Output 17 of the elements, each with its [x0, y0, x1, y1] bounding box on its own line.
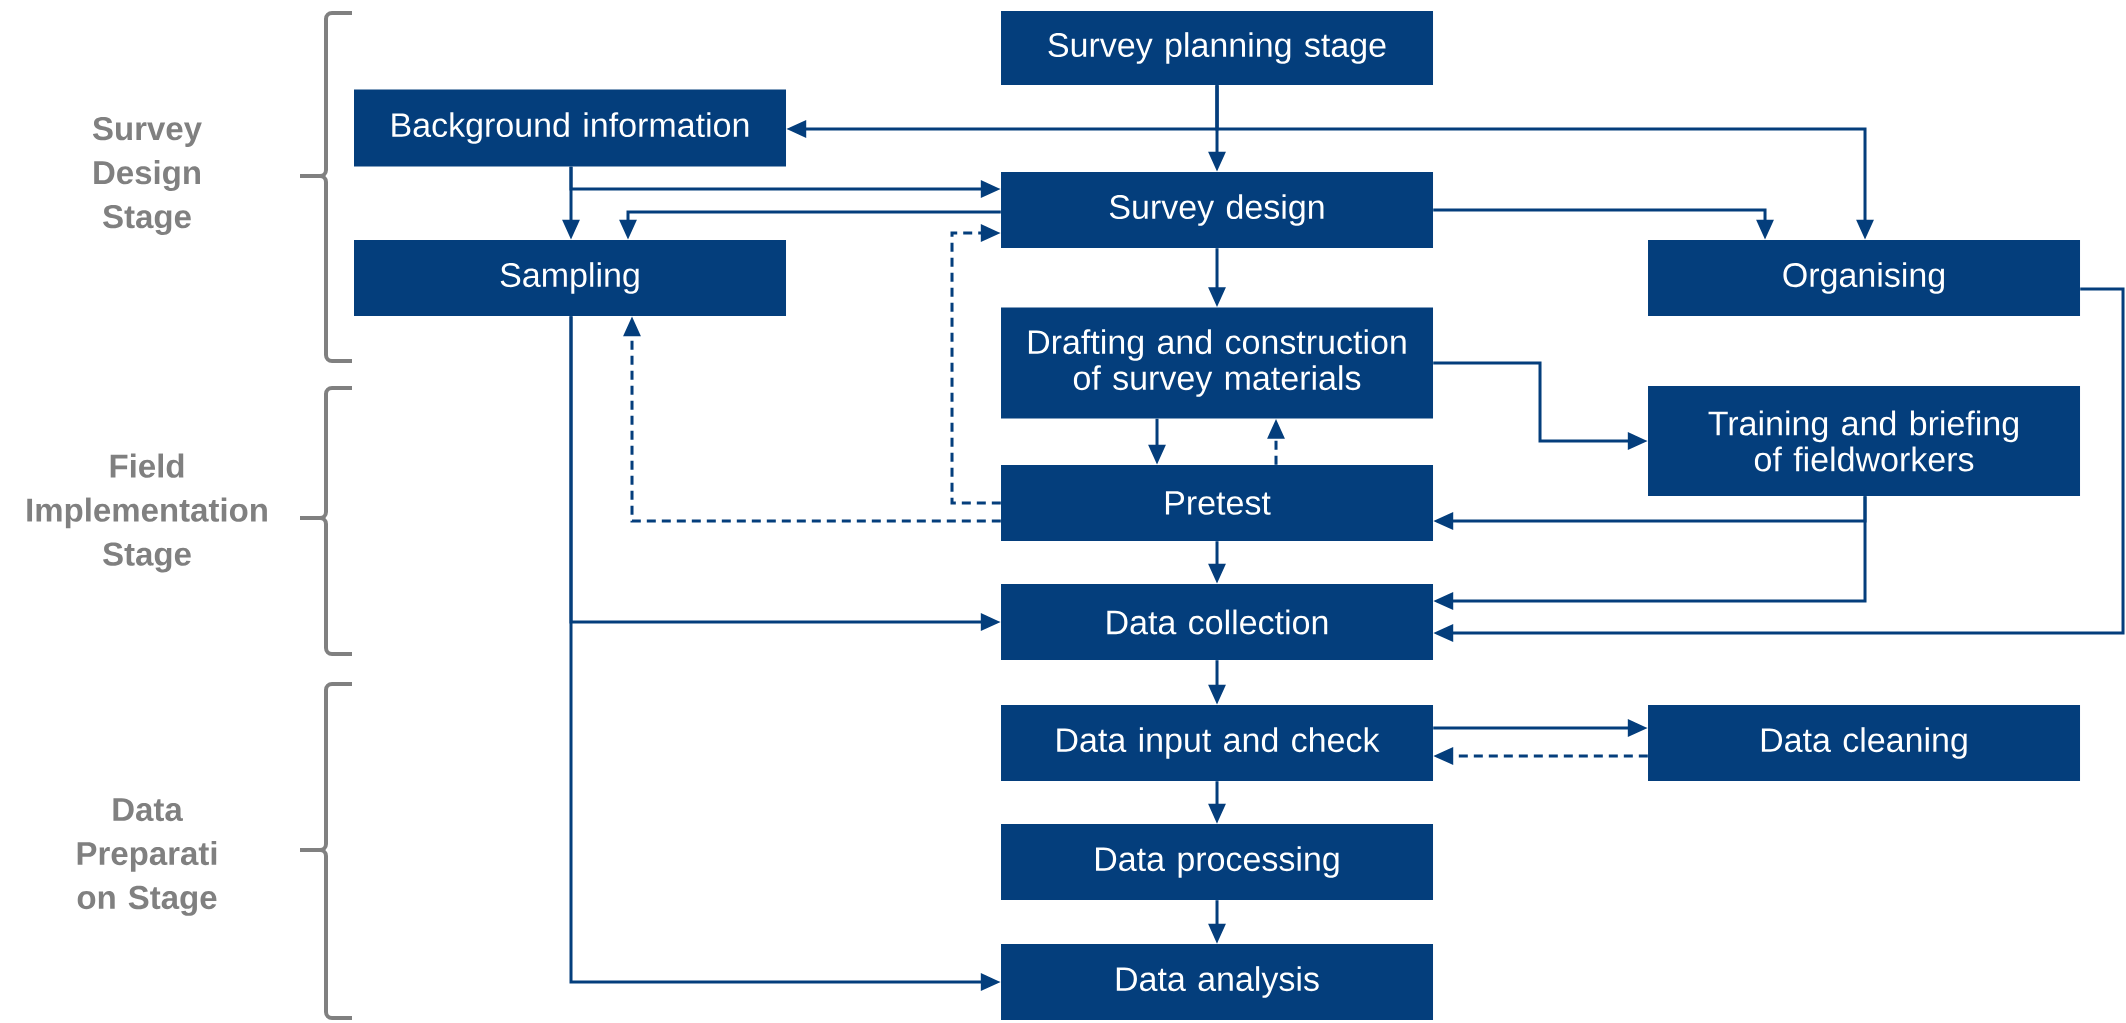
process-box: Data collection [1001, 584, 1433, 660]
process-box: Training and briefing of fieldworkers [1648, 386, 2081, 496]
process-box: Survey design [1001, 172, 1433, 248]
process-box: Sampling [354, 240, 786, 316]
process-box: Data input and check [1001, 705, 1433, 781]
process-box: Drafting and construction of survey materials [1001, 307, 1433, 419]
process-box: Survey planning stage [1001, 11, 1433, 85]
process-box: Pretest [1001, 465, 1433, 541]
process-box: Organising [1648, 240, 2081, 316]
process-box: Data cleaning [1648, 705, 2081, 781]
dashed-arrow [950, 224, 1001, 505]
process-box: Data analysis [1001, 944, 1433, 1020]
stage-label: Survey Design Stage [92, 117, 202, 235]
stage-label: Data Preparati on Stage [77, 798, 217, 916]
process-box: Background information [354, 89, 786, 167]
process-box: Data processing [1001, 824, 1433, 900]
stage-label: Field Implementation Stage [27, 453, 267, 573]
